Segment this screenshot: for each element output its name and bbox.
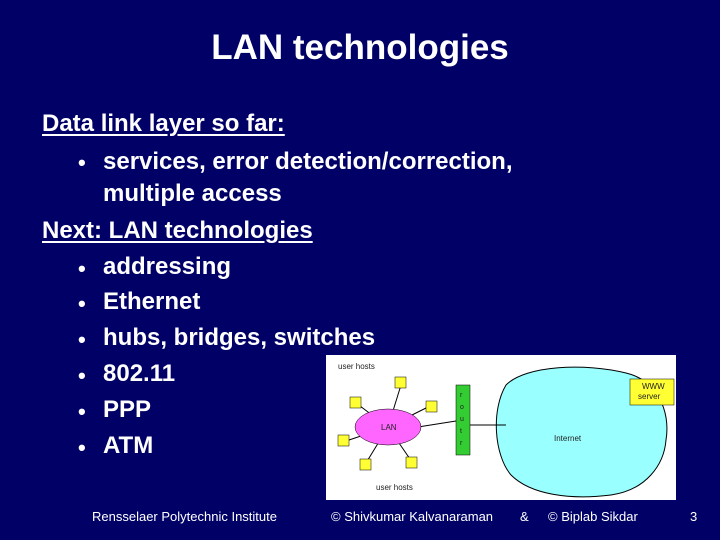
bottom-hosts-label: user hosts xyxy=(376,483,413,492)
footer-ampersand: & xyxy=(520,509,529,524)
list-item-atm: ATM xyxy=(103,432,154,459)
internet-cloud xyxy=(495,366,668,498)
network-diagram: Internet WWW server r o u t r LAN user h… xyxy=(326,355,676,500)
svg-text:o: o xyxy=(460,404,464,411)
lan-label: LAN xyxy=(381,423,397,432)
list-item-80211: 802.11 xyxy=(103,360,176,387)
list-item-ppp: PPP xyxy=(103,396,152,423)
server-label-2: server xyxy=(638,392,661,401)
heading-so-far: Data link layer so far: xyxy=(42,110,285,137)
footer-author2: © Biplab Sikdar xyxy=(548,509,638,524)
host-box xyxy=(425,400,438,413)
host-box xyxy=(337,434,350,447)
list-item-hubs: hubs, bridges, switches xyxy=(103,324,376,351)
bullet-dot: • xyxy=(78,291,86,316)
footer-author1: © Shivkumar Kalvanaraman xyxy=(331,509,494,524)
lan-ellipse xyxy=(354,408,422,446)
sub-item-services: services, error detection/correction, xyxy=(103,148,513,175)
page-number: 3 xyxy=(690,509,698,524)
bullet-dot: • xyxy=(78,363,86,388)
slide-title: LAN technologies xyxy=(211,28,509,67)
bullet-dot: • xyxy=(78,327,86,352)
server-label-1: WWW xyxy=(642,382,665,391)
router-bar xyxy=(455,384,471,456)
svg-text:t: t xyxy=(460,428,462,435)
www-server-box xyxy=(629,378,675,406)
footer-institute: Rensselaer Polytechnic Institute xyxy=(92,509,277,524)
svg-text:u: u xyxy=(460,416,464,423)
network-diagram-svg: Internet WWW server r o u t r LAN user h… xyxy=(337,362,675,498)
host-box xyxy=(394,376,407,389)
bullet-dot: • xyxy=(78,435,86,460)
sub-item-services-cont: multiple access xyxy=(103,180,282,207)
svg-text:r: r xyxy=(460,392,463,399)
bullet-dot: • xyxy=(78,150,86,175)
host-box xyxy=(349,396,362,409)
top-hosts-label: user hosts xyxy=(338,362,375,371)
host-box xyxy=(359,458,372,471)
list-item-addressing: addressing xyxy=(103,253,232,280)
internet-label: Internet xyxy=(554,434,582,443)
bullet-dot: • xyxy=(78,256,86,281)
heading-next: Next: LAN technologies xyxy=(42,217,313,244)
list-item-ethernet: Ethernet xyxy=(103,288,201,315)
svg-text:r: r xyxy=(460,440,463,447)
host-box xyxy=(405,456,418,469)
bullet-dot: • xyxy=(78,399,86,424)
